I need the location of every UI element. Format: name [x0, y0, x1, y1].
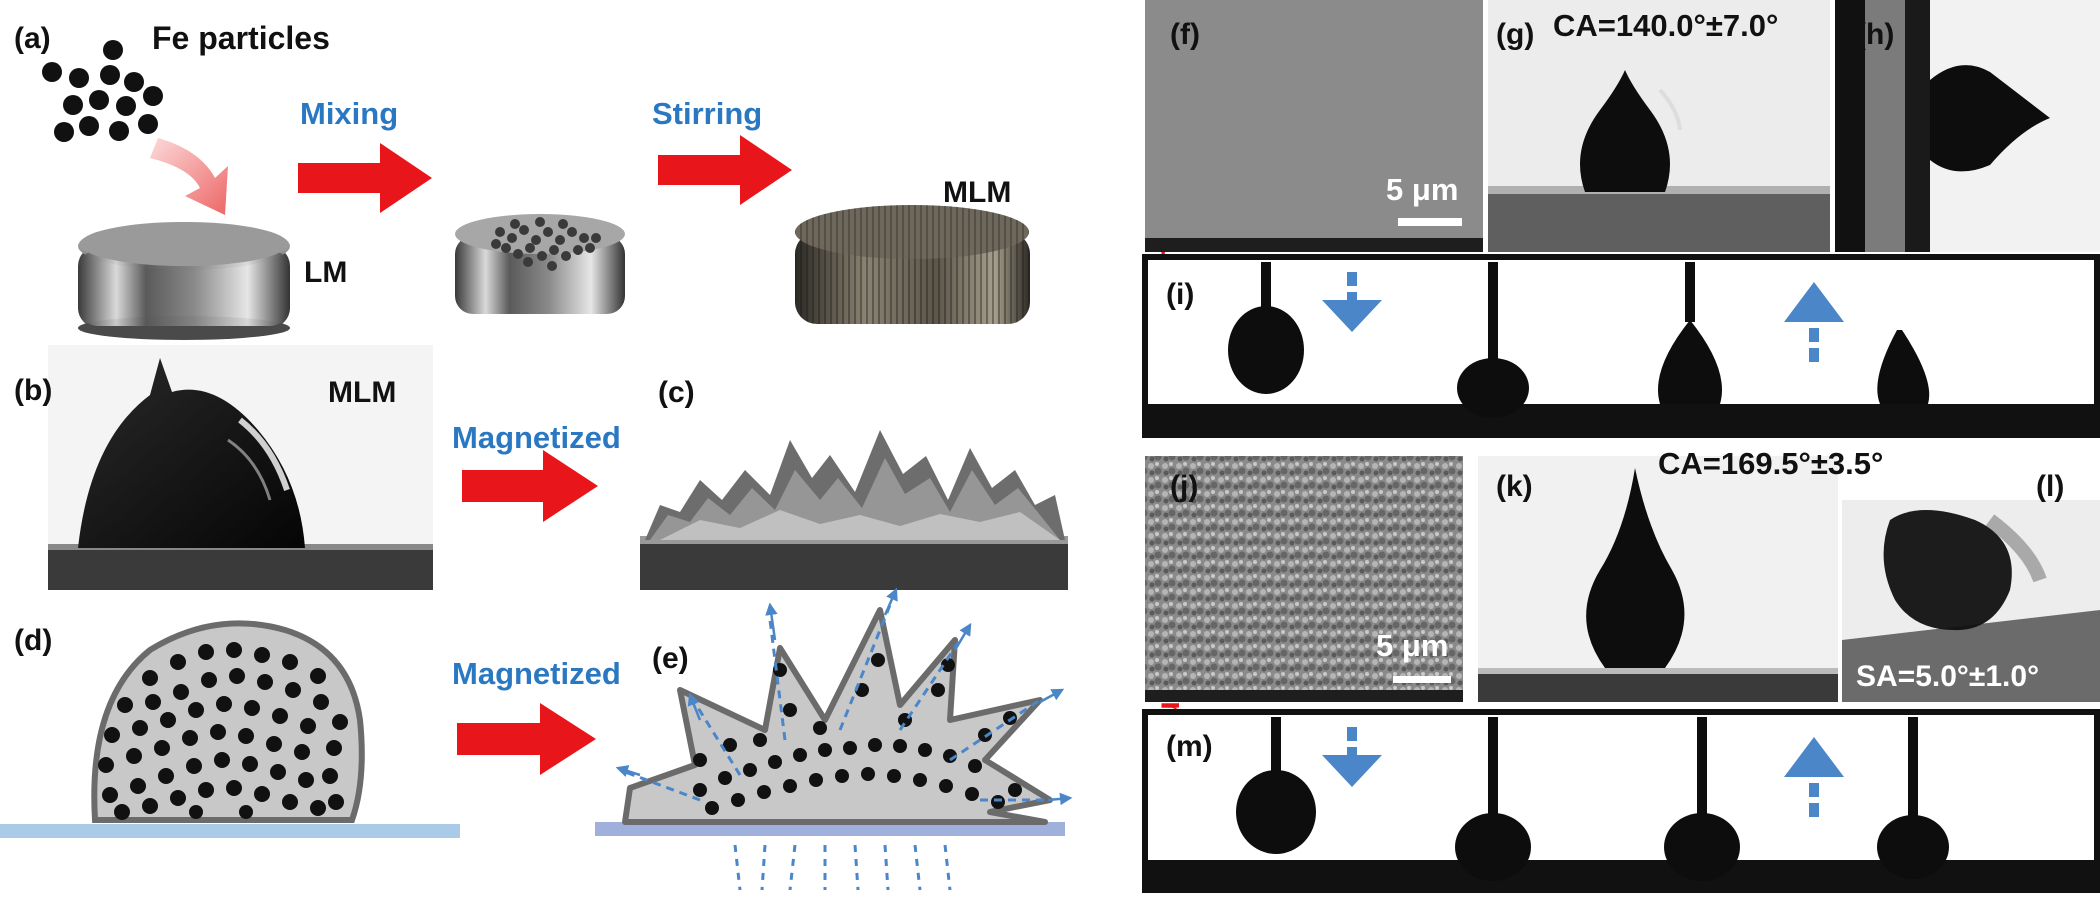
panel-label-a: (a)	[14, 22, 51, 55]
panel-label-c: (c)	[658, 376, 695, 409]
panel-label-e: (e)	[652, 642, 689, 675]
mixing-label: Mixing	[300, 96, 399, 131]
schematic-layer	[0, 40, 1073, 891]
panel-label-d: (d)	[14, 624, 53, 657]
panel-label-b: (b)	[14, 374, 53, 407]
fe-particles-cluster	[42, 40, 163, 142]
mlm-label-a: MLM	[943, 176, 1012, 209]
mixing-arrow	[298, 143, 432, 213]
drip-sequence-smooth	[1142, 254, 2100, 438]
sliding-angle-laser: SA=5.0°±1.0°	[1856, 660, 2040, 693]
panel-label-i: (i)	[1166, 278, 1195, 311]
magnetized-label-1: Magnetized	[452, 420, 621, 455]
spiked-schematic	[595, 587, 1073, 891]
lm-droplet-cylinder	[78, 222, 290, 340]
spiked-mlm-photo	[640, 418, 1068, 590]
lm-with-particles	[455, 214, 625, 314]
lm-label: LM	[304, 256, 348, 289]
panel-label-m: (m)	[1166, 730, 1213, 763]
contact-angle-smooth: CA=140.0°±7.0°	[1553, 8, 1779, 43]
mlm-schematic-droplet	[0, 620, 460, 838]
magnetized-arrow-1	[462, 450, 598, 522]
smooth-surface-label: Smooth Surface	[1149, 113, 1186, 367]
scale-bar-label-f: 5 μm	[1386, 172, 1459, 207]
panel-label-k: (k)	[1496, 470, 1533, 503]
magnetized-arrow-2	[457, 703, 596, 775]
mlm-label-b: MLM	[328, 376, 397, 409]
panel-label-j: (j)	[1170, 470, 1199, 503]
stirring-label: Stirring	[652, 96, 763, 131]
panel-label-l: (l)	[2036, 470, 2065, 503]
panel-label-f: (f)	[1170, 18, 1200, 51]
panel-label-g: (g)	[1496, 18, 1535, 51]
scale-bar-label-j: 5 μm	[1376, 628, 1449, 663]
drip-sequence-laser	[1142, 709, 2100, 893]
mlm-cylinder	[795, 205, 1030, 324]
stirring-arrow	[658, 135, 792, 205]
panel-label-h: (h)	[1856, 18, 1895, 51]
contact-angle-laser: CA=169.5°±3.5°	[1658, 446, 1884, 481]
laser-surface-label: Laser-Structured Surface	[1149, 469, 1186, 866]
mlm-droplet-photo	[48, 345, 433, 590]
fe-particles-label: Fe particles	[152, 20, 330, 56]
magnetized-label-2: Magnetized	[452, 656, 621, 691]
pouring-arrow	[150, 138, 228, 215]
